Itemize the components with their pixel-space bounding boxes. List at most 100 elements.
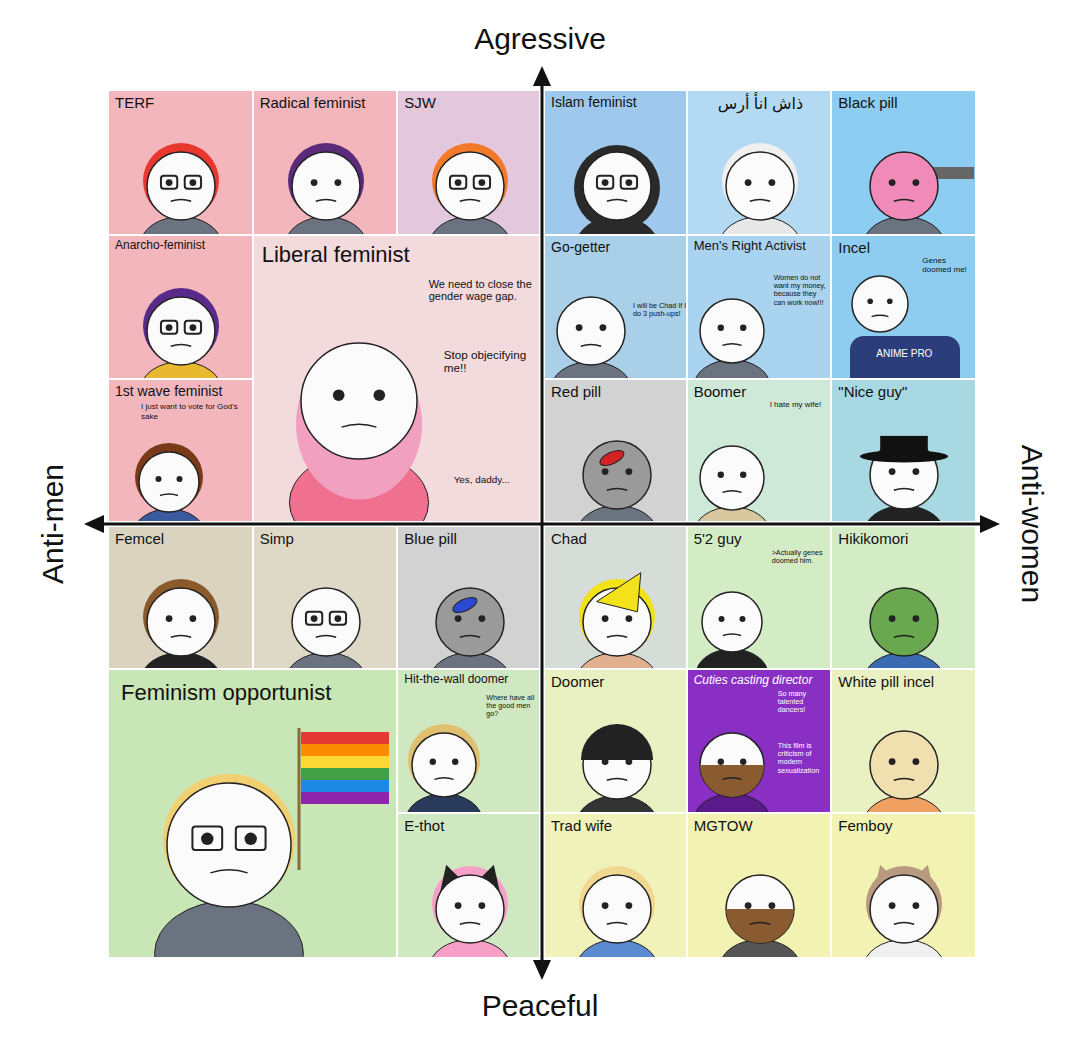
eye [245,832,257,844]
hair [432,866,508,942]
speech-text: Genes doomed me! [922,256,972,274]
cell-title: White pill incel [838,673,934,690]
cell-illustration [545,91,686,234]
wojak-figure [430,143,512,234]
meme-cell: Trad wife [545,814,686,957]
meme-cell: BoomerI hate my wife! [688,380,831,521]
wojak-figure [864,152,946,234]
cell-title: Cuties casting director [694,674,813,688]
cell-illustration [109,91,252,234]
mouth [872,315,889,316]
head [700,446,764,510]
cell-illustration [832,814,975,957]
cell-title: ذاش انأ أرس [718,95,803,113]
mouth [722,777,741,779]
cell-title: 5'2 guy [694,530,742,547]
meme-cell: Men's Right ActivistWomen do not want my… [688,236,831,379]
axis-label: Peaceful [482,989,599,1022]
head [147,152,215,220]
head [292,588,360,656]
cell-title: Liberal feminist [262,242,410,267]
glasses [236,826,266,850]
hair [135,443,203,511]
glasses [185,176,201,189]
eye [373,389,385,401]
eye [887,298,893,304]
eye [334,615,341,622]
hair [432,143,508,219]
meme-cell: Black pill [832,91,975,234]
eye [333,389,345,401]
eye [479,179,486,186]
eye [768,179,775,186]
mouth [722,491,741,493]
mouth [607,923,627,925]
head [726,875,794,943]
hair [143,288,219,364]
cell-title: Simp [260,530,294,547]
wojak-figure [864,588,946,668]
cell-illustration [398,814,539,957]
eye [602,469,609,476]
meme-cell: Red pill [545,380,686,521]
head [726,152,794,220]
mouth [460,200,480,202]
hair [143,143,219,219]
meme-cell: ذاش انأ أرس [688,91,831,234]
meme-cell: Femboy [832,814,975,957]
cell-title: Anarcho-feminist [115,239,205,253]
meme-cell: 1st wave feministI just want to vote for… [109,380,252,521]
head [700,299,764,363]
pill [598,448,626,469]
speech-text: Women do not want my money, because they… [774,274,830,307]
eye [600,324,607,331]
speech-text: I will be Chad If I do 3 push-ups! [633,302,686,319]
wojak-figure [574,145,660,234]
hair [722,143,798,219]
cell-illustration [545,814,686,957]
eye [889,758,896,765]
wojak-figure [430,865,512,957]
meme-cell: Femcel [109,527,252,668]
axis-arrowhead [533,66,551,86]
mouth [210,869,247,872]
mouth [315,200,335,202]
cell-illustration [688,91,831,234]
eye [889,179,896,186]
eye [626,469,633,476]
speech-text: I hate my wife! [770,400,828,409]
mouth [723,634,741,636]
cell-illustration [109,527,252,668]
hair [579,866,655,942]
cell-illustration [832,670,975,813]
eye [602,179,609,186]
figure-part [301,780,389,792]
eye [166,615,173,622]
wojak-figure [864,731,946,813]
hair [143,579,219,655]
wojak-figure [719,875,801,957]
eye [310,615,317,622]
eye [744,903,751,910]
speech-text: >Actually genes doomed him. [772,549,830,566]
eye [479,903,486,910]
eye [455,179,462,186]
wojak-figure [289,343,428,521]
horizontal-axis [98,523,986,526]
mouth [894,636,914,638]
eye [740,758,746,764]
hair [408,724,480,796]
cell-title: MGTOW [694,817,753,834]
cell-title: Islam feminist [551,94,637,110]
glasses [185,320,201,333]
meme-cell: Feminism opportunist [109,670,396,957]
eye [602,903,609,910]
eye [576,324,583,331]
beanie [581,724,653,760]
cell-title: Femboy [838,817,892,834]
cell-illustration [832,527,975,668]
meme-cell: Liberal feministWe need to close the gen… [254,236,539,521]
head [700,733,764,797]
meme-cell: Simp [254,527,397,668]
glasses [161,176,177,189]
